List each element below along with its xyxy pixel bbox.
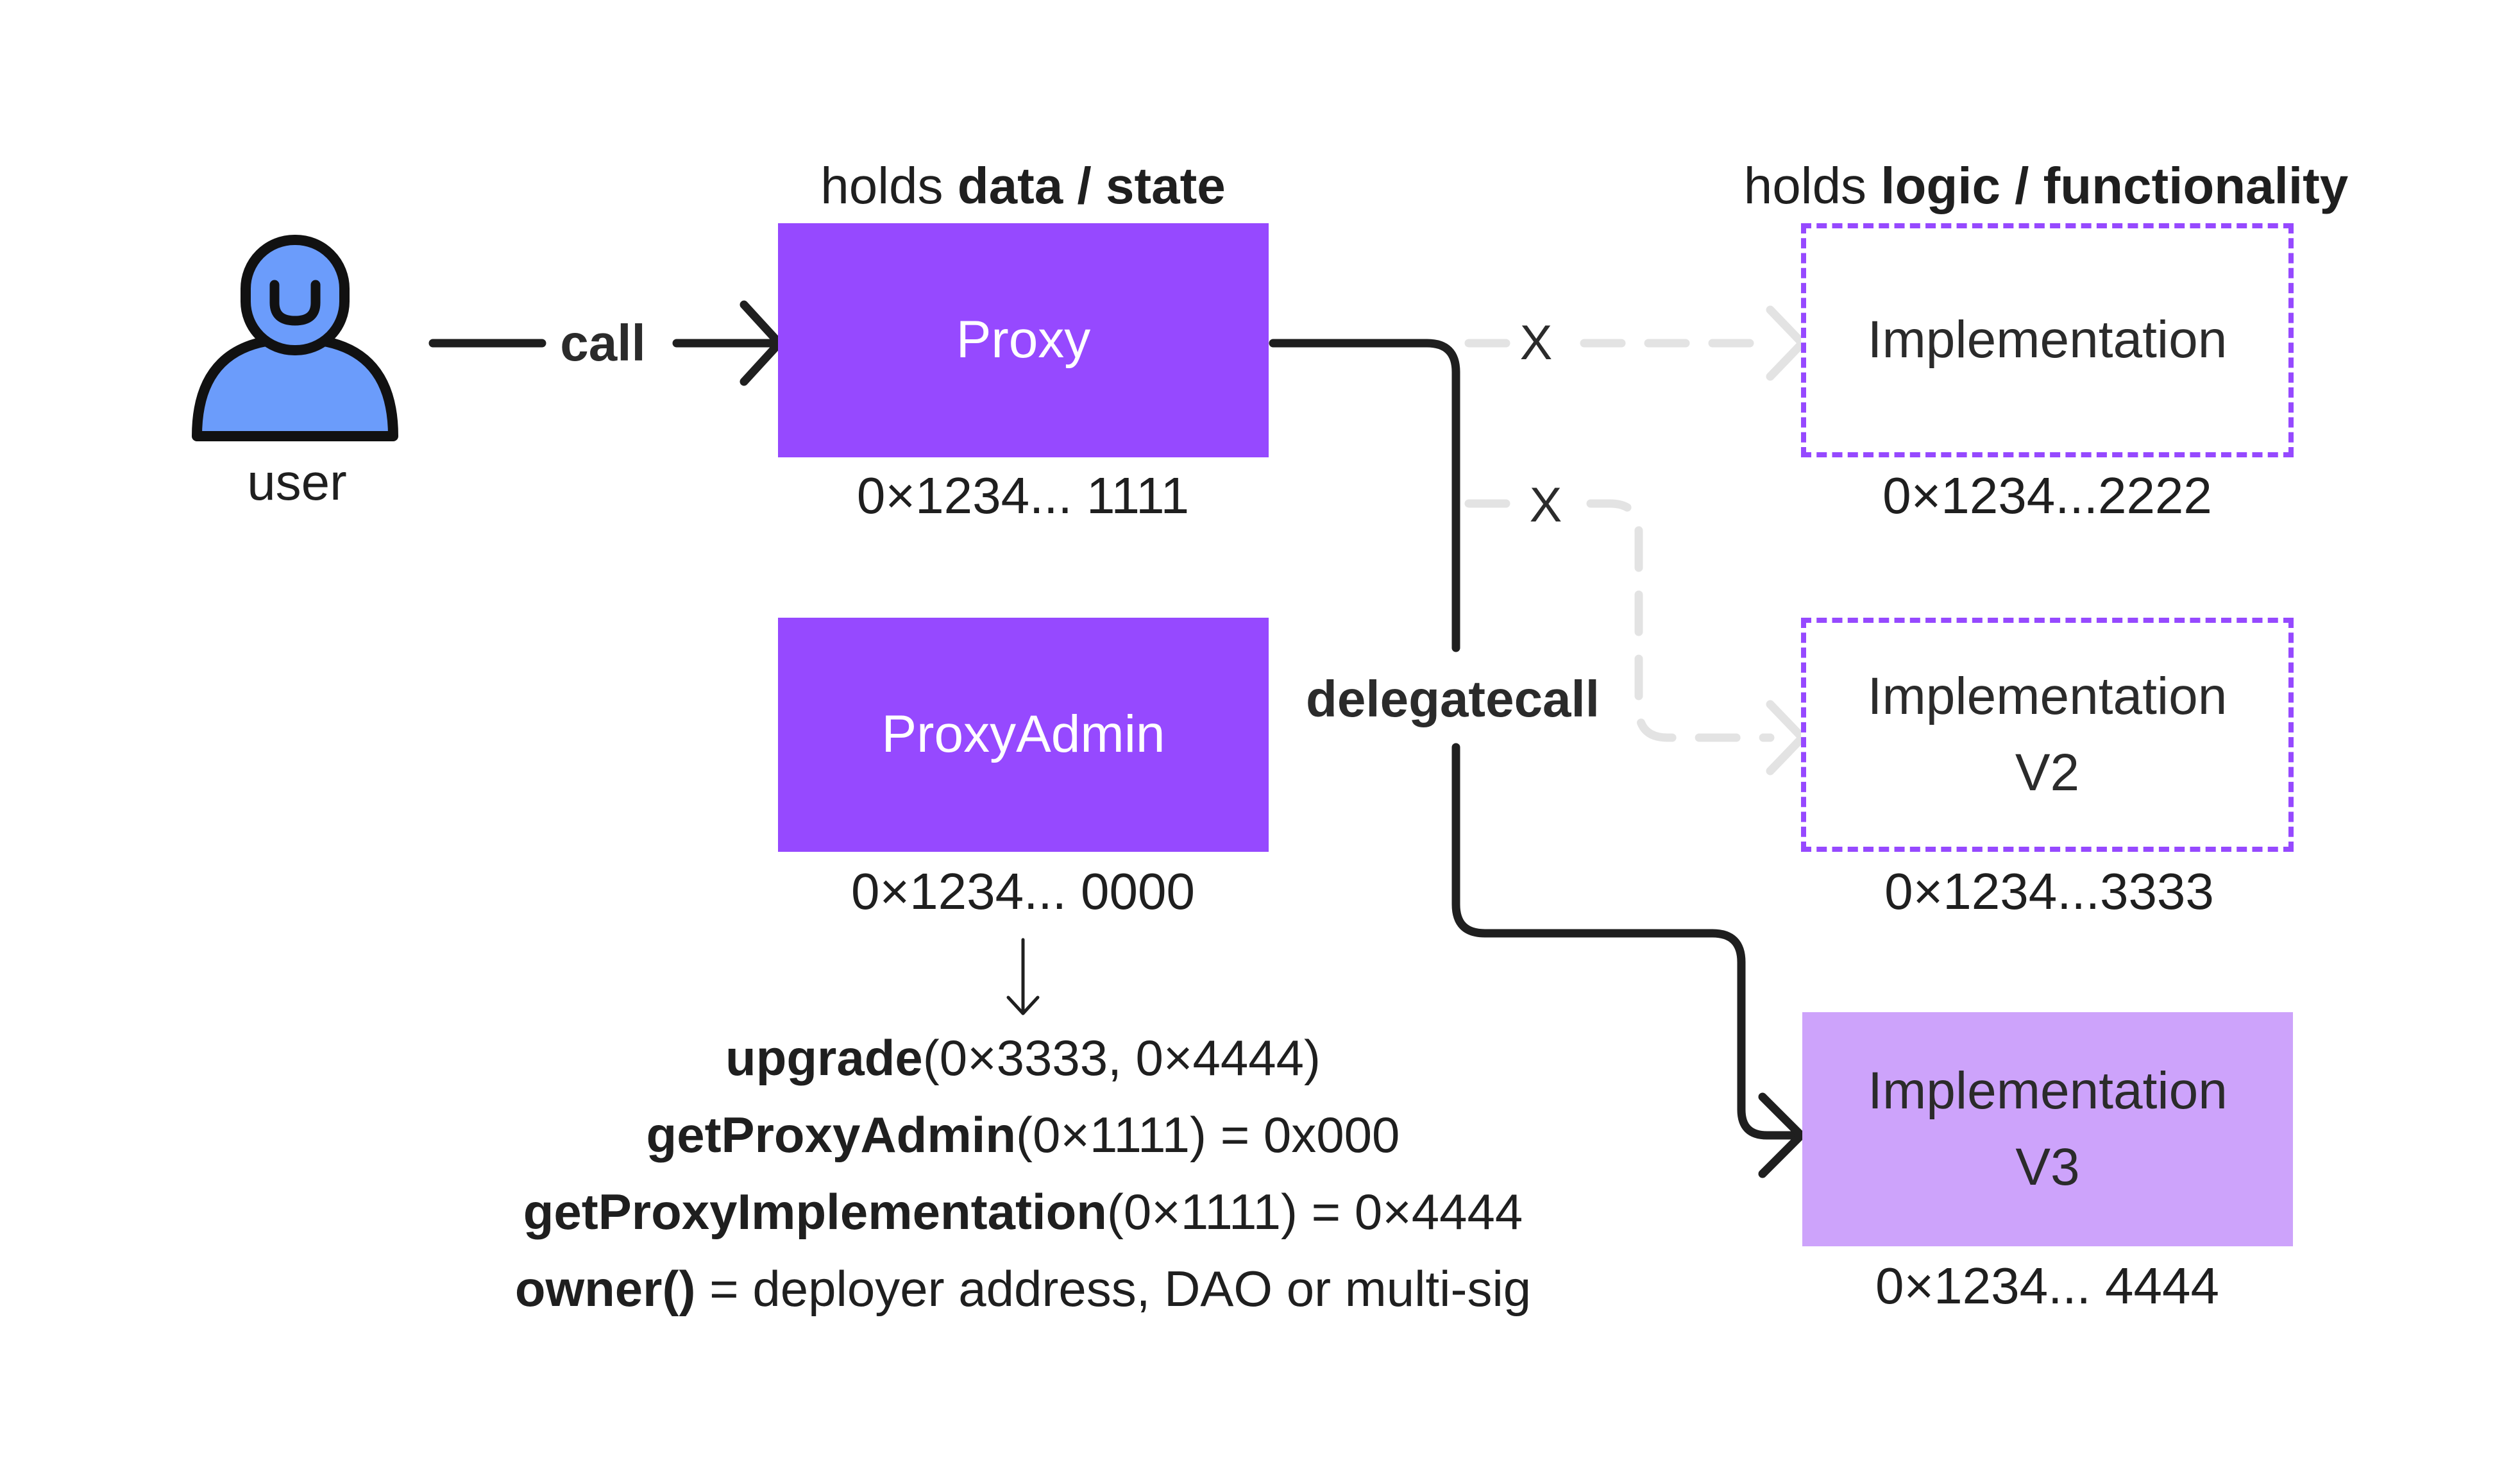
function-owner-value: = deployer address, DAO or multi-sig <box>695 1260 1532 1317</box>
inactive-marker-implementation-v2: X <box>1529 478 1562 532</box>
function-get-proxy-admin-args: (0×1111) = 0x000 <box>1015 1106 1400 1163</box>
user-icon <box>192 235 398 441</box>
implementation-v2-line2: V2 <box>2015 743 2080 802</box>
user-label: user <box>247 453 347 511</box>
implementation-v3-line2: V3 <box>2015 1137 2080 1196</box>
function-get-proxy-implementation: getProxyImplementation(0×1111) = 0×4444 <box>523 1187 1523 1237</box>
delegatecall-path-top <box>1269 339 1460 652</box>
implementation-address: 0×1234...2222 <box>1882 467 2212 524</box>
function-owner-name: owner() <box>514 1260 696 1317</box>
proxy-heading: holds data / state <box>820 160 1225 212</box>
function-upgrade: upgrade(0×3333, 0×4444) <box>725 1033 1321 1083</box>
implementation-v2-box: Implementation V2 <box>1801 618 2294 852</box>
implementation-heading: holds logic / functionality <box>1744 160 2348 212</box>
function-owner: owner() = deployer address, DAO or multi… <box>515 1264 1531 1314</box>
implementation-v3-address: 0×1234... 4444 <box>1875 1257 2220 1314</box>
proxy-heading-bold: data / state <box>957 157 1226 214</box>
call-label: call <box>560 314 646 371</box>
proxy-address: 0×1234... 1111 <box>856 467 1190 524</box>
implementation-heading-bold: logic / functionality <box>1881 157 2349 214</box>
proxy-heading-prefix: holds <box>820 157 943 214</box>
proxy-box: Proxy <box>778 223 1269 457</box>
function-get-proxy-implementation-name: getProxyImplementation <box>523 1183 1107 1240</box>
function-get-proxy-implementation-args: (0×1111) = 0×4444 <box>1106 1183 1523 1240</box>
proxy-admin-box: ProxyAdmin <box>778 618 1269 852</box>
implementation-heading-prefix: holds <box>1743 157 1867 214</box>
delegatecall-arrowhead <box>1758 1092 1805 1178</box>
proxy-label: Proxy <box>956 310 1091 369</box>
admin-down-arrowhead <box>1006 996 1040 1015</box>
proxy-admin-address: 0×1234... 0000 <box>850 863 1196 920</box>
delegatecall-path-bottom <box>1451 743 1800 1140</box>
dashed-arrowhead-implementation <box>1766 305 1807 381</box>
inactive-marker-implementation: X <box>1519 316 1553 370</box>
function-upgrade-name: upgrade <box>725 1030 923 1086</box>
implementation-v2-line1: Implementation <box>1867 666 2228 725</box>
function-get-proxy-admin: getProxyAdmin(0×1111) = 0x000 <box>647 1110 1400 1160</box>
implementation-box: Implementation <box>1801 223 2294 457</box>
implementation-v2-address: 0×1234...3333 <box>1884 863 2214 920</box>
implementation-v3-line1: Implementation <box>1868 1061 2228 1120</box>
dashed-path-implementation-v2 <box>1464 499 1775 742</box>
proxy-admin-label: ProxyAdmin <box>881 705 1165 764</box>
function-get-proxy-admin-name: getProxyAdmin <box>646 1106 1016 1163</box>
delegatecall-label: delegatecall <box>1305 670 1600 727</box>
implementation-line1: Implementation <box>1867 310 2228 369</box>
function-upgrade-args: (0×3333, 0×4444) <box>922 1030 1321 1086</box>
implementation-v3-box: Implementation V3 <box>1802 1012 2293 1246</box>
dashed-arrowhead-implementation-v2 <box>1766 700 1807 775</box>
